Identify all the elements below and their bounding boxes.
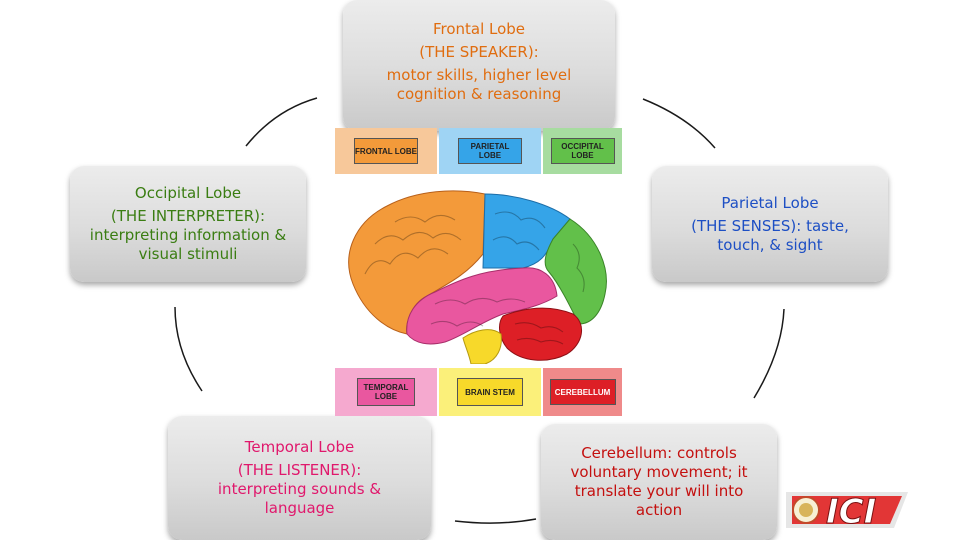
label-temporal-cell: TEMPORAL LOBE: [335, 368, 437, 416]
temporal-lobe-box: Temporal Lobe (THE LISTENER): interpreti…: [168, 416, 431, 540]
cerebellum-text: Cerebellum: controls voluntary movement;…: [570, 444, 748, 519]
parietal-lobe-box: Parietal Lobe (THE SENSES): taste, touch…: [652, 166, 888, 282]
frontal-role: (THE SPEAKER):: [419, 43, 539, 61]
parietal-title: Parietal Lobe: [721, 193, 819, 212]
arc-bottom: [454, 518, 537, 524]
occipital-title: Occipital Lobe: [134, 184, 242, 202]
arc-top-right: [642, 98, 716, 149]
ici-logo: ICI: [786, 492, 908, 532]
label-cerebellum-cell: CEREBELLUM: [543, 368, 622, 416]
occipital-lobe-box: Occipital Lobe (THE INTERPRETER): interp…: [70, 166, 306, 282]
occipital-desc: interpreting information & visual stimul…: [89, 226, 287, 263]
logo-text: ICI: [826, 492, 876, 532]
brain-illustration: [348, 190, 607, 364]
label-frontal-cell: FRONTAL LOBE: [335, 128, 437, 174]
frontal-title: Frontal Lobe: [432, 20, 526, 38]
label-brainstem: BRAIN STEM: [457, 378, 523, 406]
brain-cerebellum-region: [499, 307, 582, 361]
temporal-title: Temporal Lobe: [244, 438, 355, 456]
temporal-desc: interpreting sounds & language: [217, 480, 382, 517]
label-parietal-cell: PARIETAL LOBE: [439, 128, 541, 174]
label-parietal: PARIETAL LOBE: [458, 138, 522, 164]
label-cerebellum: CEREBELLUM: [549, 379, 616, 405]
cerebellum-box: Cerebellum: controls voluntary movement;…: [541, 424, 777, 540]
label-occipital-cell: OCCIPITAL LOBE: [543, 128, 622, 174]
label-temporal: TEMPORAL LOBE: [357, 378, 415, 406]
frontal-desc: motor skills, higher level cognition & r…: [386, 66, 572, 103]
arc-right: [753, 308, 785, 399]
brain-figure: FRONTAL LOBE PARIETAL LOBE OCCIPITAL LOB…: [335, 128, 622, 416]
frontal-lobe-box: Frontal Lobe (THE SPEAKER): motor skills…: [343, 0, 615, 131]
label-occipital: OCCIPITAL LOBE: [550, 138, 615, 164]
arc-left: [174, 306, 203, 392]
brain-frontal-region: [348, 190, 486, 335]
brain-temporal-region: [406, 267, 558, 345]
arc-top-left: [245, 97, 318, 147]
brain-stem-region: [462, 329, 502, 364]
occipital-role: (THE INTERPRETER):: [110, 207, 266, 225]
label-frontal: FRONTAL LOBE: [354, 138, 418, 164]
parietal-role: (THE SENSES): taste, touch, & sight: [691, 216, 849, 254]
label-brainstem-cell: BRAIN STEM: [439, 368, 541, 416]
temporal-role: (THE LISTENER):: [237, 461, 362, 479]
